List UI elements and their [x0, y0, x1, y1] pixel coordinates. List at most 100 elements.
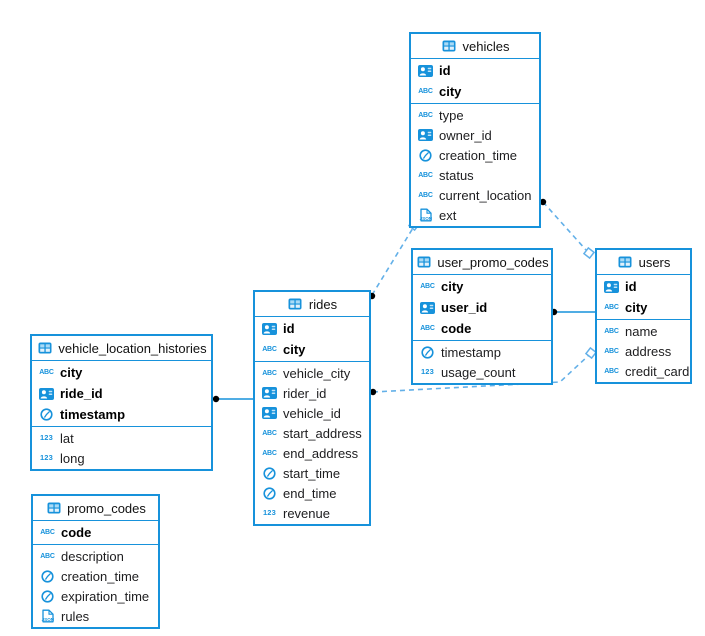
column-promo_codes-expiration_time[interactable]: expiration_time: [33, 586, 158, 606]
column-name: start_address: [283, 425, 362, 441]
table-name: promo_codes: [67, 500, 146, 516]
column-name: status: [439, 167, 474, 183]
column-name: city: [283, 342, 306, 357]
column-vehicles-creation_time[interactable]: creation_time: [411, 145, 539, 165]
column-name: id: [625, 279, 637, 294]
json-icon: JSON: [39, 609, 56, 623]
column-promo_codes-creation_time[interactable]: creation_time: [33, 566, 158, 586]
column-vehicle_location_histories-timestamp[interactable]: timestamp: [32, 404, 211, 425]
text-icon: ABC: [39, 369, 54, 376]
table-header-vehicle_location_histories[interactable]: vehicle_location_histories: [32, 336, 211, 361]
text-icon: ABC: [262, 346, 277, 353]
column-users-id[interactable]: id: [597, 276, 690, 297]
text-icon: ABC: [418, 88, 433, 95]
column-name: start_time: [283, 465, 341, 481]
column-name: type: [439, 107, 464, 123]
number-icon: 123: [39, 453, 54, 463]
relation-vehicles-users[interactable]: [542, 201, 587, 251]
text-icon: ABC: [262, 369, 277, 377]
column-promo_codes-description[interactable]: ABC description: [33, 546, 158, 566]
column-rides-id[interactable]: id: [255, 318, 369, 339]
column-name: id: [439, 63, 451, 78]
table-name: vehicles: [462, 38, 510, 54]
column-name: owner_id: [439, 127, 492, 143]
table-header-user_promo_codes[interactable]: user_promo_codes: [413, 250, 551, 275]
column-name: address: [625, 343, 672, 359]
table-icon: [287, 298, 304, 310]
table-header-rides[interactable]: rides: [255, 292, 369, 317]
table-header-users[interactable]: users: [597, 250, 690, 275]
column-name: id: [283, 321, 295, 336]
ref-icon: [38, 387, 55, 400]
column-rides-rider_id[interactable]: rider_id: [255, 383, 369, 403]
text-icon: ABC: [420, 283, 435, 290]
table-header-vehicles[interactable]: vehicles: [411, 34, 539, 59]
column-name: ext: [439, 207, 457, 223]
table-header-promo_codes[interactable]: promo_codes: [33, 496, 158, 521]
column-user_promo_codes-timestamp[interactable]: timestamp: [413, 342, 551, 362]
column-vehicles-ext[interactable]: JSON ext: [411, 205, 539, 225]
column-name: rider_id: [283, 385, 327, 401]
column-name: creation_time: [439, 147, 518, 163]
time-icon: [419, 345, 436, 359]
column-vehicle_location_histories-ride_id[interactable]: ride_id: [32, 383, 211, 404]
json-icon: JSON: [417, 208, 434, 222]
number-icon: 123: [420, 367, 435, 377]
column-rides-vehicle_id[interactable]: vehicle_id: [255, 403, 369, 423]
column-name: revenue: [283, 505, 330, 521]
relation-diamond-marker: [582, 246, 596, 260]
column-name: timestamp: [60, 407, 126, 422]
text-icon: ABC: [418, 191, 433, 199]
column-users-address[interactable]: ABC address: [597, 341, 690, 361]
column-name: city: [441, 279, 464, 294]
number-icon: 123: [39, 433, 54, 443]
ref-icon: [417, 64, 434, 77]
time-icon: [38, 408, 55, 421]
column-rides-end_time[interactable]: end_time: [255, 483, 369, 503]
text-icon: ABC: [40, 552, 55, 560]
relation-rides-vehicles[interactable]: [371, 227, 414, 296]
column-vehicles-id[interactable]: id: [411, 60, 539, 81]
column-user_promo_codes-user_id[interactable]: user_id: [413, 297, 551, 318]
column-user_promo_codes-city[interactable]: ABC city: [413, 276, 551, 297]
column-name: code: [441, 321, 472, 336]
column-vehicles-owner_id[interactable]: owner_id: [411, 125, 539, 145]
column-name: expiration_time: [61, 588, 150, 604]
text-icon: ABC: [604, 347, 619, 355]
table-icon: [45, 502, 62, 514]
text-icon: ABC: [604, 327, 619, 335]
column-rides-start_time[interactable]: start_time: [255, 463, 369, 483]
text-icon: ABC: [262, 449, 277, 457]
column-rides-city[interactable]: ABC city: [255, 339, 369, 360]
column-name: description: [61, 548, 124, 564]
